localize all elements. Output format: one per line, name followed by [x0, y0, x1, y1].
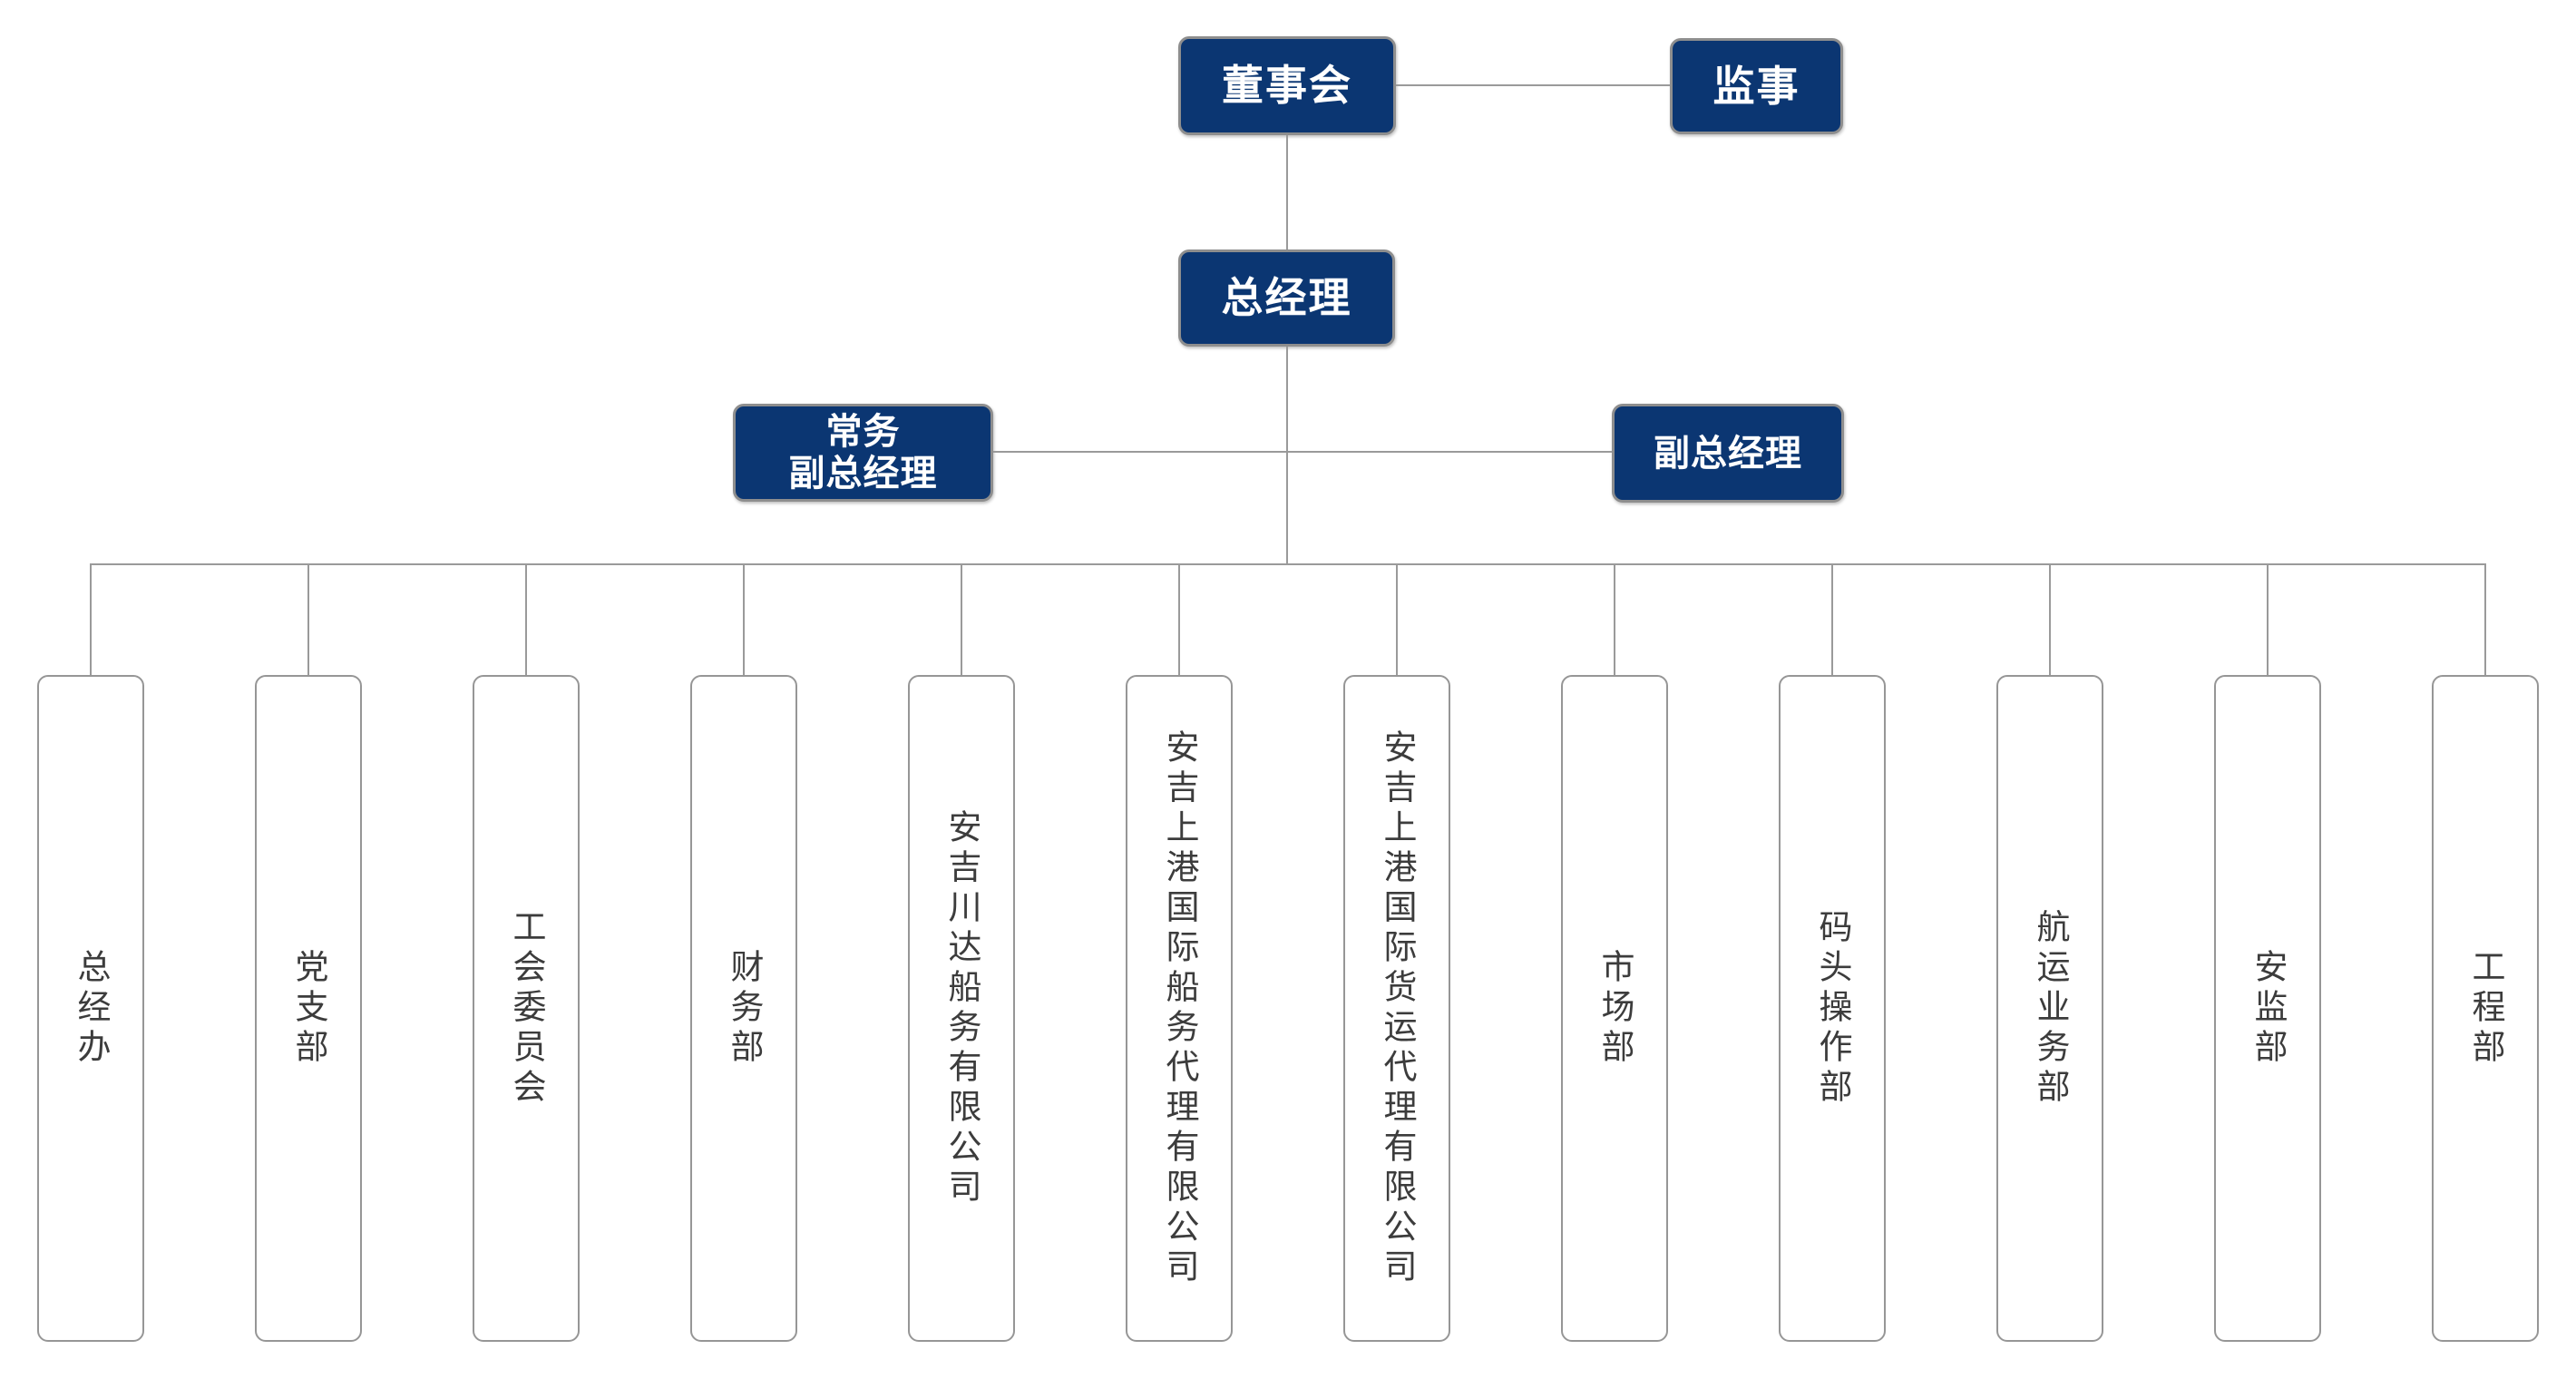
- connector-deputy-managers: [993, 451, 1612, 453]
- department-label: 安吉川达船务有限公司: [943, 808, 981, 1208]
- node-executive-deputy-general-manager: 常务 副总经理: [733, 404, 993, 502]
- connector-drop-11: [2484, 564, 2486, 675]
- department-box-8: 码头操作部: [1779, 675, 1886, 1342]
- connector-drop-8: [1831, 564, 1833, 675]
- department-box-6: 安吉上港国际货运代理有限公司: [1343, 675, 1450, 1342]
- department-box-4: 安吉川达船务有限公司: [908, 675, 1015, 1342]
- connector-drop-10: [2267, 564, 2269, 675]
- department-box-0: 总经办: [37, 675, 144, 1342]
- department-label: 航运业务部: [2032, 908, 2069, 1109]
- node-supervisor-label: 监事: [1712, 62, 1800, 110]
- department-box-1: 党支部: [255, 675, 362, 1342]
- department-label: 市场部: [1596, 948, 1634, 1069]
- department-box-2: 工会委员会: [473, 675, 580, 1342]
- connector-drop-6: [1396, 564, 1398, 675]
- department-box-9: 航运业务部: [1996, 675, 2103, 1342]
- connector-board-gm: [1286, 135, 1288, 249]
- department-label: 安监部: [2249, 948, 2287, 1069]
- node-deputy-general-manager: 副总经理: [1612, 404, 1844, 503]
- department-box-7: 市场部: [1561, 675, 1668, 1342]
- department-box-5: 安吉上港国际船务代理有限公司: [1126, 675, 1233, 1342]
- department-label: 码头操作部: [1814, 908, 1851, 1109]
- connector-drop-3: [743, 564, 745, 675]
- connector-board-supervisor: [1396, 84, 1670, 86]
- department-label: 财务部: [726, 948, 763, 1069]
- connector-drop-7: [1614, 564, 1615, 675]
- connector-drop-5: [1178, 564, 1180, 675]
- connector-drop-0: [90, 564, 92, 675]
- department-label: 党支部: [290, 948, 327, 1069]
- department-label: 工会委员会: [508, 908, 545, 1109]
- department-label: 总经办: [73, 948, 110, 1069]
- node-board-label: 董事会: [1222, 62, 1352, 110]
- department-box-11: 工程部: [2432, 675, 2539, 1342]
- connector-drop-2: [525, 564, 527, 675]
- department-label: 工程部: [2467, 948, 2504, 1069]
- node-supervisor: 监事: [1670, 38, 1843, 134]
- connector-drop-9: [2049, 564, 2051, 675]
- connector-drop-1: [307, 564, 309, 675]
- department-label: 安吉上港国际船务代理有限公司: [1161, 729, 1198, 1288]
- department-box-10: 安监部: [2214, 675, 2321, 1342]
- department-box-3: 财务部: [690, 675, 797, 1342]
- node-executive-deputy-gm-label-line2: 副总经理: [788, 454, 938, 494]
- node-deputy-gm-label: 副总经理: [1654, 433, 1802, 474]
- node-executive-deputy-gm-label-line1: 常务: [825, 412, 901, 452]
- connector-drop-4: [961, 564, 962, 675]
- node-general-manager-label: 总经理: [1221, 274, 1352, 322]
- connector-gm-trunk: [1286, 347, 1288, 565]
- connector-trunk: [90, 563, 2486, 565]
- department-label: 安吉上港国际货运代理有限公司: [1379, 729, 1416, 1288]
- node-board-of-directors: 董事会: [1178, 36, 1396, 135]
- node-general-manager: 总经理: [1178, 249, 1395, 347]
